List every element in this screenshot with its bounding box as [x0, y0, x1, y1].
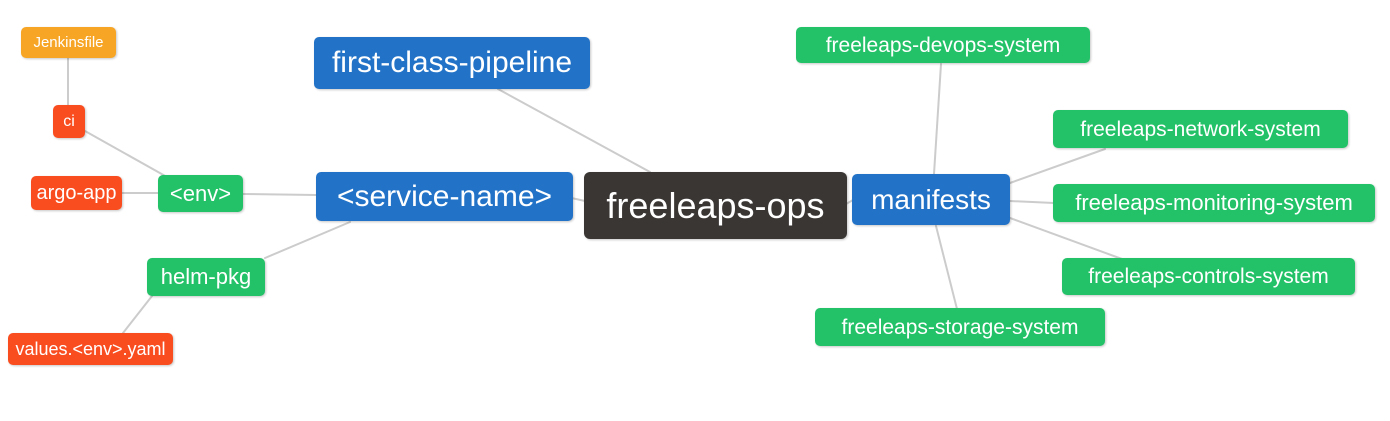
edge-manifests-devops-system: [933, 63, 942, 175]
node-freeleaps-devops-system[interactable]: freeleaps-devops-system: [796, 27, 1090, 63]
node-jenkinsfile[interactable]: Jenkinsfile: [21, 27, 116, 58]
node-freeleaps-ops[interactable]: freeleaps-ops: [584, 172, 847, 239]
edge-helm-pkg-service-name: [264, 221, 351, 259]
edge-first-class-pipeline-ops: [497, 88, 651, 173]
node-service-name[interactable]: <service-name>: [316, 172, 573, 221]
edge-ops-manifests: [845, 199, 854, 205]
node-freeleaps-network-system[interactable]: freeleaps-network-system: [1053, 110, 1348, 148]
node-freeleaps-storage-system[interactable]: freeleaps-storage-system: [815, 308, 1105, 346]
edge-manifests-network-system: [1009, 148, 1106, 184]
node-freeleaps-controls-system[interactable]: freeleaps-controls-system: [1062, 258, 1355, 295]
node-manifests[interactable]: manifests: [852, 174, 1010, 225]
edge-manifests-monitoring-system: [1009, 200, 1055, 204]
edge-values-helm-pkg: [122, 295, 153, 334]
edge-ci-env: [84, 130, 168, 178]
node-env[interactable]: <env>: [158, 175, 243, 212]
edge-manifests-storage-system: [935, 225, 958, 310]
node-argo-app[interactable]: argo-app: [31, 176, 122, 210]
node-ci[interactable]: ci: [53, 105, 85, 138]
node-values-env-yaml[interactable]: values.<env>.yaml: [8, 333, 173, 365]
edge-env-service-name: [242, 193, 317, 196]
edge-manifests-controls-system: [1009, 217, 1123, 260]
node-helm-pkg[interactable]: helm-pkg: [147, 258, 265, 296]
node-first-class-pipeline[interactable]: first-class-pipeline: [314, 37, 590, 89]
node-freeleaps-monitoring-system[interactable]: freeleaps-monitoring-system: [1053, 184, 1375, 222]
